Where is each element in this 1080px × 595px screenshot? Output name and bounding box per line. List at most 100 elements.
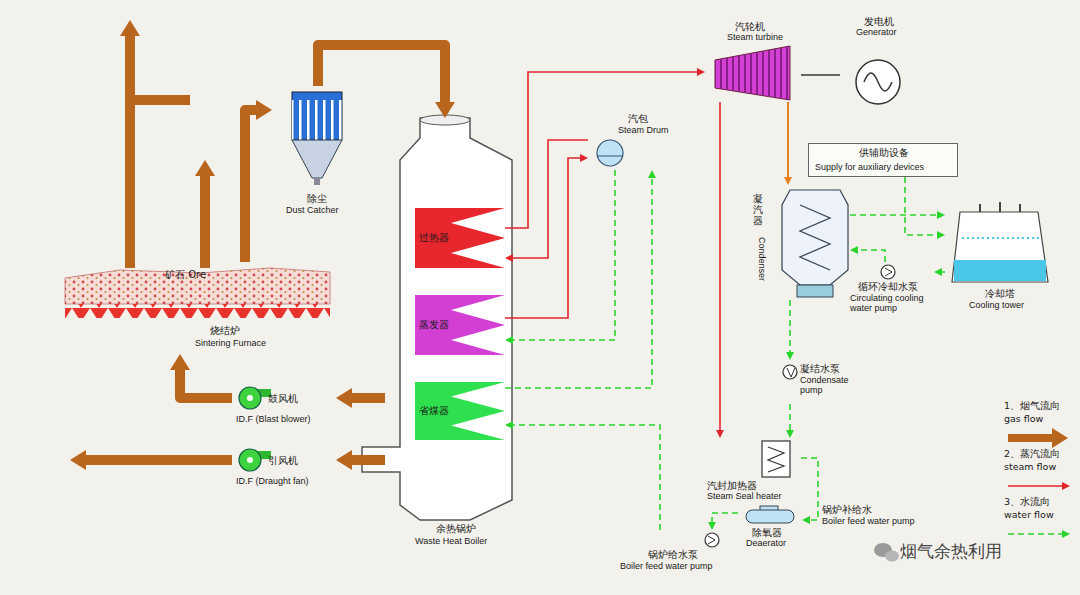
draught-fan: 引风机ID.F (Draught fan)	[232, 446, 336, 504]
node-label: 余热锅炉	[436, 522, 476, 536]
exhaust-gas-arrow	[125, 36, 135, 268]
dust-catcher-icon	[292, 92, 342, 140]
superheater: 过热器	[415, 208, 505, 268]
generator-icon	[864, 73, 892, 91]
water-flow-line	[789, 404, 791, 430]
generator-icon	[856, 60, 900, 104]
deaerator-icon	[746, 510, 794, 523]
auxiliary-supply-box: 供辅助设备Supply for auxiliary devices	[808, 143, 958, 177]
node-label: Sintering Furnace	[195, 338, 266, 348]
node-label: 汽轮机	[735, 20, 765, 34]
steam-drum-icon	[597, 140, 623, 166]
heater-shape	[415, 295, 505, 355]
water-flow-line	[789, 300, 791, 352]
node-label: Steam turbine	[727, 32, 783, 42]
water-flow-line	[942, 271, 945, 273]
condenser: 凝汽器 Condenser	[745, 185, 850, 300]
water-flow-line	[858, 250, 885, 262]
node-label: 除尘	[307, 192, 327, 206]
node-label: Steam Drum	[618, 125, 669, 135]
cooling-tower-icon	[954, 260, 1046, 281]
water-flow-line	[712, 513, 738, 522]
deaerator-icon	[746, 506, 794, 523]
node-label: Deaerator	[746, 538, 786, 548]
cooling-tower-icon	[980, 202, 1020, 212]
fan-icon	[247, 457, 253, 463]
watermark-icon	[874, 543, 899, 562]
generator-icon	[856, 60, 900, 104]
gas-flow-line	[352, 455, 385, 465]
dust-catcher-icon	[292, 140, 342, 178]
node-label: Supply for auxiliary devices	[815, 162, 924, 172]
water-flow-line	[513, 170, 615, 340]
exhaust-gas-arrow	[200, 176, 210, 268]
cooling-tower-icon	[952, 212, 1048, 282]
gas-flow-line	[318, 45, 445, 102]
fan-icon	[239, 449, 261, 471]
orange-flow-line	[787, 102, 789, 177]
condensate-pump: 凝结水泵Condensate pump	[776, 360, 866, 404]
node-label: 锅炉给水泵	[648, 548, 698, 562]
legend-text: 2、蒸汽流向 steam flow	[1004, 448, 1076, 472]
steam-flow-line	[505, 72, 697, 228]
pump-icon	[705, 533, 719, 547]
heater-shape	[415, 382, 505, 440]
sintering-furnace	[65, 268, 330, 304]
steam-drum: 汽包Steam Drum	[588, 112, 680, 170]
gas-flow-line	[245, 110, 256, 262]
exhaust-gas-arrow	[86, 36, 232, 460]
node-label: Waste Heat Boiler	[415, 536, 487, 546]
pipe-label: Boiler feed water pump	[822, 516, 915, 526]
condenser-icon	[782, 190, 848, 297]
seal-heater-icon	[762, 441, 790, 477]
turbine-icon	[715, 46, 790, 100]
cooling-tower-icon	[962, 237, 1040, 239]
dust-catcher-icon	[292, 92, 342, 140]
node-label: Condenser	[757, 237, 767, 281]
node-label: 引风机	[268, 454, 298, 468]
node-label: 过热器	[419, 231, 449, 245]
node-label: 烧结炉	[210, 324, 240, 338]
node-label: 省煤器	[419, 404, 449, 418]
node-label: 除氧器	[752, 526, 782, 540]
steam-drum-icon	[598, 156, 622, 157]
condenser-icon	[782, 190, 848, 285]
economizer: 省煤器	[415, 382, 505, 440]
circulating-pump: 循环冷却水泵Circulating cooling water pump	[848, 262, 934, 326]
fan-icon	[239, 387, 271, 471]
pump-icon	[783, 365, 797, 379]
node-label: Steam Seal heater	[707, 491, 782, 501]
node-label: Boiler feed water pump	[620, 561, 713, 571]
dust-catcher-icon	[314, 178, 320, 185]
legend-sample	[1008, 434, 1052, 442]
heater-shape	[415, 208, 505, 268]
legend-sample	[1008, 533, 1062, 535]
water-flow-line	[505, 178, 652, 388]
fan-icon	[239, 387, 261, 409]
deaerator: 除氧器Deaerator	[738, 506, 802, 560]
node-label: 鼓风机	[268, 392, 298, 406]
steam-flow-line	[719, 102, 721, 430]
cooling-tower-icon	[952, 202, 1048, 282]
steam-turbine: 汽轮机Steam turbine	[705, 20, 801, 102]
node-label: ID.F (Blast blower)	[236, 414, 311, 424]
generator: 发电机Generator	[840, 15, 920, 110]
node-label: 凝结水泵	[800, 362, 840, 376]
legend-sample	[1008, 485, 1062, 487]
node-label: 蒸发器	[419, 318, 449, 332]
shaft-flow-line	[801, 74, 840, 76]
waste-heat-boiler: 余热锅炉Waste Heat Boiler 过热器蒸发器省煤器	[385, 118, 527, 554]
node-label: 凝汽器	[753, 193, 763, 226]
node-label: Cooling tower	[969, 300, 1024, 310]
node-label: 发电机	[864, 15, 894, 29]
condenser-icon	[797, 285, 833, 297]
exhaust-gas-arrow	[86, 455, 232, 465]
water-flow-line	[850, 214, 937, 216]
boiler-body	[420, 115, 470, 125]
node-label: 循环冷却水泵	[858, 280, 918, 294]
cooling-tower: 冷却塔Cooling tower	[945, 205, 1053, 313]
fan-icon	[247, 395, 253, 401]
node-label: 汽包	[628, 112, 648, 126]
pipe-label: 锅炉补给水	[822, 503, 872, 517]
